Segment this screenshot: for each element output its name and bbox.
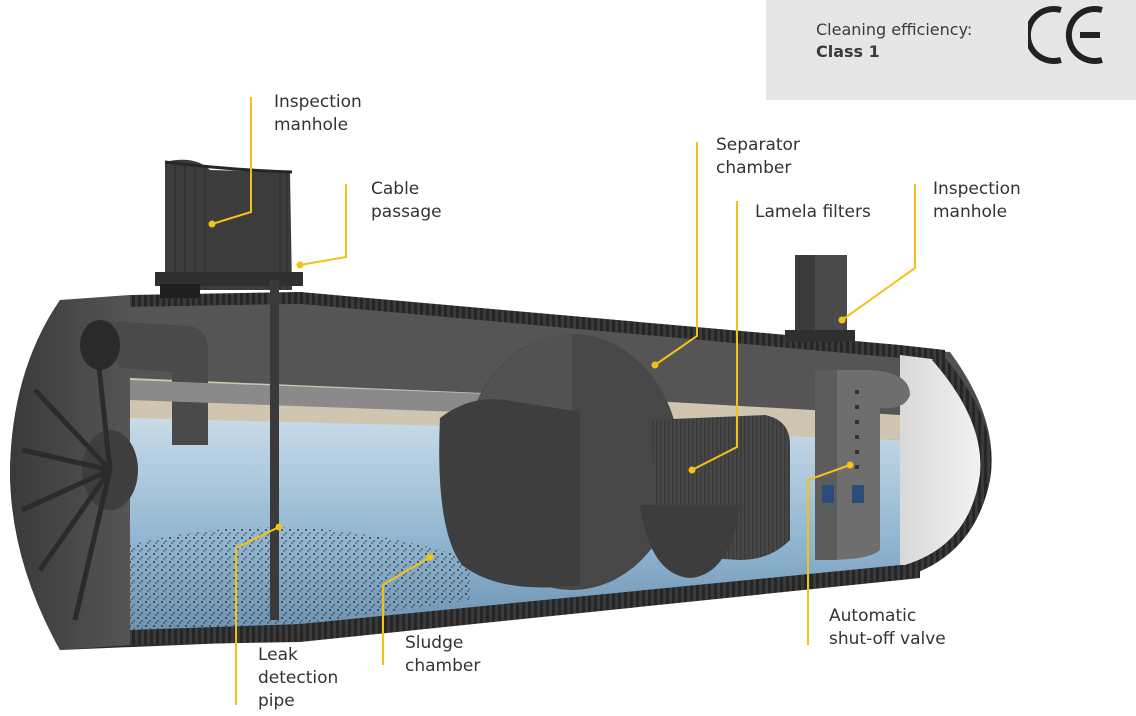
- leader-dots: [208, 220, 854, 561]
- right-manhole-flange: [785, 330, 855, 342]
- leader-sludge-chamber: [382, 556, 431, 665]
- label-separator-chamber: Separator chamber: [716, 135, 800, 178]
- shutoff-valve-column: [815, 370, 910, 560]
- label-inspection-manhole-left: Inspection manhole: [274, 92, 362, 135]
- leader-lines: [211, 97, 916, 705]
- cleaning-efficiency-class: Class 1: [816, 42, 880, 61]
- rear-disc: [640, 505, 740, 578]
- leader-inspection-manhole-right: [841, 184, 916, 321]
- label-inspection-manhole-right: Inspection manhole: [933, 179, 1021, 222]
- leader-inspection-manhole-left: [211, 97, 252, 225]
- right-endcap-inner: [900, 355, 981, 565]
- ce-mark-icon: [1028, 6, 1103, 64]
- leader-cable-passage: [299, 184, 347, 266]
- cleaning-efficiency-label: Cleaning efficiency:: [816, 20, 973, 39]
- inlet-pipe: [95, 320, 208, 445]
- efficiency-badge: Cleaning efficiency: Class 1: [766, 0, 1136, 100]
- leader-separator-chamber: [654, 142, 698, 366]
- tank-top-ribs: [130, 292, 945, 362]
- label-leak-detection-pipe: Leak detection pipe: [258, 645, 339, 711]
- left-endcap-spokes: [20, 329, 113, 621]
- leader-leak-detection-pipe: [235, 526, 280, 705]
- leader-automatic-shutoff-valve: [807, 464, 851, 645]
- inlet-pipe-opening: [80, 320, 120, 370]
- left-manhole-flange: [155, 272, 303, 286]
- label-cable-passage: Cable passage: [371, 179, 442, 222]
- leader-lamela-filters: [691, 201, 738, 471]
- right-endcap-ribs: [905, 352, 992, 577]
- label-automatic-shutoff-valve: Automatic shut-off valve: [829, 606, 946, 649]
- tank-bottom-ribs: [130, 565, 920, 645]
- label-sludge-chamber: Sludge chamber: [405, 633, 481, 676]
- left-manhole-riser: [165, 159, 292, 290]
- front-half-disc: [439, 399, 580, 588]
- leak-detection-pipe: [270, 280, 279, 620]
- label-lamela-filters: Lamela filters: [755, 202, 871, 222]
- sludge-particles: [130, 527, 470, 630]
